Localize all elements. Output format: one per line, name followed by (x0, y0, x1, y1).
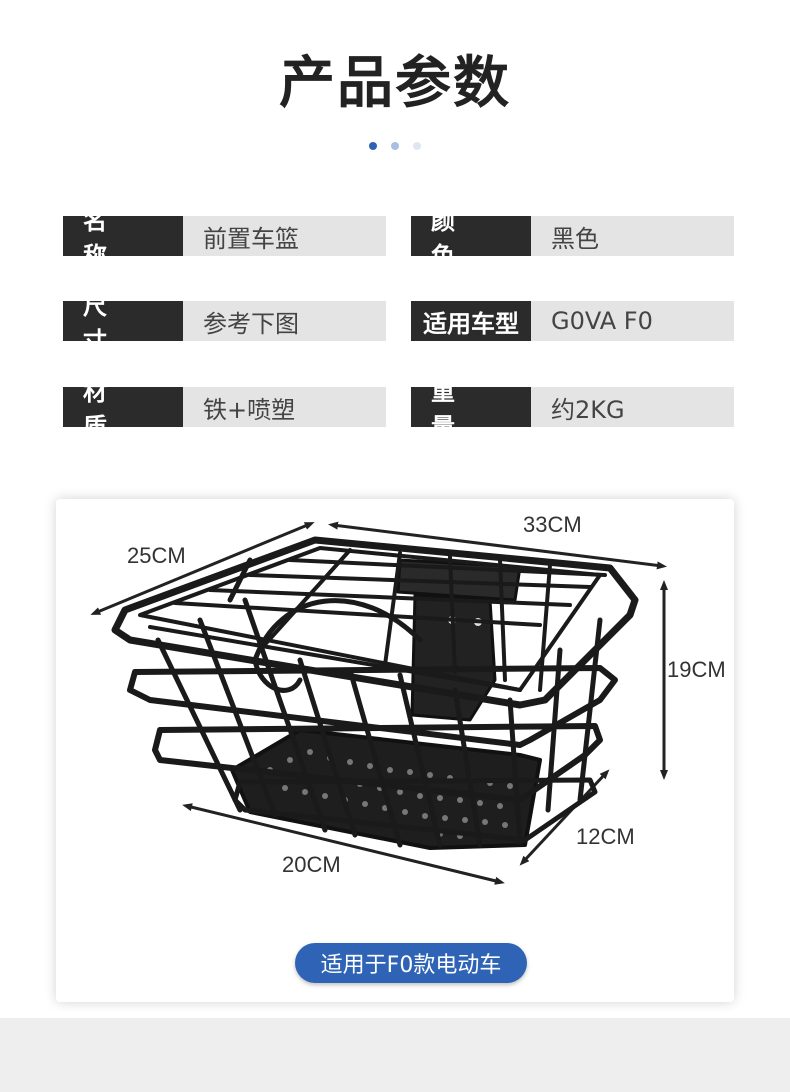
spec-value: G0VA F0 (551, 307, 653, 335)
spec-weight: 重 量 约2KG (411, 378, 734, 441)
dot (391, 142, 399, 150)
dot-active (369, 142, 377, 150)
dim-label-width-top: 33CM (523, 512, 582, 537)
spec-value: 约2KG (551, 395, 625, 424)
dim-label-depth-bottom: 12CM (576, 824, 635, 849)
spec-value: 前置车篮 (203, 224, 299, 253)
dim-arrow-width-bottom (182, 803, 505, 885)
pagination-dots (369, 142, 429, 152)
spec-value: 铁+喷塑 (203, 395, 296, 424)
spec-value: 参考下图 (203, 309, 299, 338)
spec-label: 适用车型 (411, 301, 531, 341)
spec-value: 黑色 (551, 224, 599, 253)
footer-band (0, 1018, 790, 1092)
compatibility-badge: 适用于F0款电动车 (295, 943, 527, 983)
dim-arrow-width-top (328, 521, 667, 570)
spec-material: 材 质 铁+喷塑 (63, 378, 386, 441)
dot (413, 142, 421, 150)
spec-model: 适用车型 G0VA F0 (411, 301, 734, 341)
spec-color: 颜 色 黑色 (411, 207, 734, 270)
basket-icon (111, 536, 639, 850)
dim-label-height: 19CM (667, 657, 726, 682)
dim-label-width-bottom: 20CM (282, 852, 341, 877)
page-title: 产品参数 (279, 51, 511, 116)
dim-label-depth-top: 25CM (127, 543, 186, 568)
dim-arrow-depth-top (90, 522, 315, 615)
